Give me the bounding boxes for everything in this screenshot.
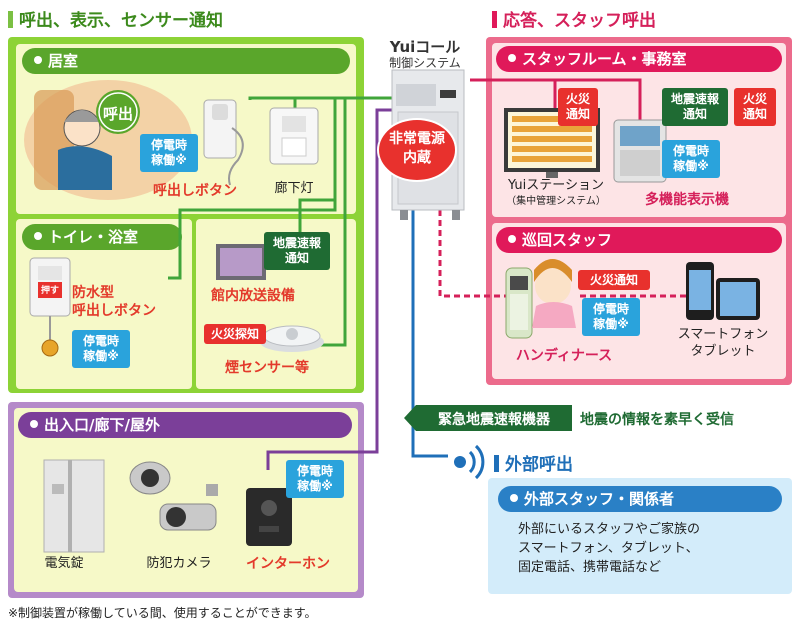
emergency-power-badge (377, 118, 457, 182)
wire-corridor-light (293, 96, 345, 108)
smoke-sensor-illustration (260, 325, 324, 352)
controller-brand: Yuiコール (389, 38, 461, 56)
security-camera-label: 防犯カメラ (146, 556, 212, 571)
smoke-fire-tag: 火災探知 (204, 324, 266, 344)
corridor-light-label: 廊下灯 (274, 181, 314, 196)
quake-device-label: 緊急地震速報機器 (438, 412, 550, 428)
waterproof-button-illustration (29, 257, 71, 357)
entrance-title-pill: 出入口/廊下/屋外 (18, 412, 352, 438)
room-title-pill: 居室 (22, 48, 350, 74)
call-bubble (96, 90, 140, 134)
section-title-right: 応答、スタッフ呼出 (492, 6, 656, 31)
controller-brand-sub: 制御システム (389, 56, 461, 70)
handy-nurse-illustration (505, 267, 533, 339)
section-title-left: 呼出、表示、センサー通知 (8, 6, 223, 31)
intercom-label: インターホン (246, 556, 330, 572)
corridor-light-illustration (269, 107, 319, 165)
smartphone-tablet-label: スマートフォン タブレット (677, 327, 769, 359)
intercom-power-tag: 停電時 稼働※ (286, 460, 344, 498)
station-label: Yuiステーション (507, 178, 605, 193)
room-power-tag: 停電時 稼働※ (140, 134, 198, 172)
emergency-power-label: 非常電源 内蔵 (389, 131, 445, 166)
yui-station-illustration (504, 108, 600, 178)
smoke-sensor-label: 煙センサー等 (225, 360, 309, 376)
station-sub-label: （集中管理システム） (506, 196, 606, 207)
call-bubble-label: 呼出 (102, 105, 133, 123)
station-fire-tag: 火災 通知 (558, 88, 598, 126)
call-button-label: 呼出しボタン (153, 183, 237, 199)
external-title-pill: 外部スタッフ・関係者 (498, 486, 782, 512)
wire-patrol-dashed (438, 190, 525, 298)
signal-icon (454, 444, 485, 480)
wire-main-green (320, 96, 392, 347)
waterproof-button-face: 押す (40, 286, 59, 296)
wire-entrance (266, 108, 392, 470)
wire-toilet (168, 96, 345, 280)
wire-external (411, 190, 448, 458)
wire-staff-room (470, 78, 642, 120)
display-fire-tag: 火災 通知 (734, 88, 776, 126)
patrol-fire-tag: 火災通知 (578, 270, 650, 290)
electric-lock-label: 電気錠 (44, 556, 84, 571)
quake-device-tag (404, 405, 572, 431)
staff-room-title-pill: スタッフルーム・事務室 (496, 46, 782, 72)
smartphone-tablet-illustration (686, 262, 760, 320)
multifunction-display-label: 多機能表示機 (645, 192, 729, 208)
nurse-illustration (532, 259, 576, 328)
intercom-illustration (246, 488, 292, 546)
broadcast-label: 館内放送設備 (211, 288, 295, 304)
external-description: 外部にいるスタッフやご家族の スマートフォン、タブレット、 固定電話、携帯電話な… (518, 522, 701, 575)
patrol-power-tag: 停電時 稼働※ (582, 298, 640, 336)
multifunction-display-illustration (613, 119, 667, 183)
toilet-power-tag: 停電時 稼働※ (72, 330, 130, 368)
display-earthquake-tag: 地震速報 通知 (662, 88, 728, 126)
quake-device-description: 地震の情報を素早く受信 (580, 412, 734, 428)
waterproof-button-label: 防水型 呼出しボタン (72, 285, 156, 319)
electric-lock-illustration (43, 459, 105, 553)
toilet-title-pill: トイレ・浴室 (22, 224, 182, 250)
display-power-tag: 停電時 稼働※ (662, 140, 720, 178)
call-button-illustration (203, 99, 244, 186)
broadcast-speaker-illustration (216, 244, 266, 280)
section-title-external: 外部呼出 (494, 450, 573, 475)
patrol-title-pill: 巡回スタッフ (496, 227, 782, 253)
green-wires (168, 96, 392, 347)
broadcast-earthquake-tag: 地震速報 通知 (264, 232, 330, 270)
handy-nurse-label: ハンディナース (515, 348, 613, 364)
wire-broadcast (298, 198, 335, 240)
footnote: ※制御装置が稼働している間、使用することができます。 (8, 606, 317, 620)
security-camera-illustration (129, 461, 218, 531)
